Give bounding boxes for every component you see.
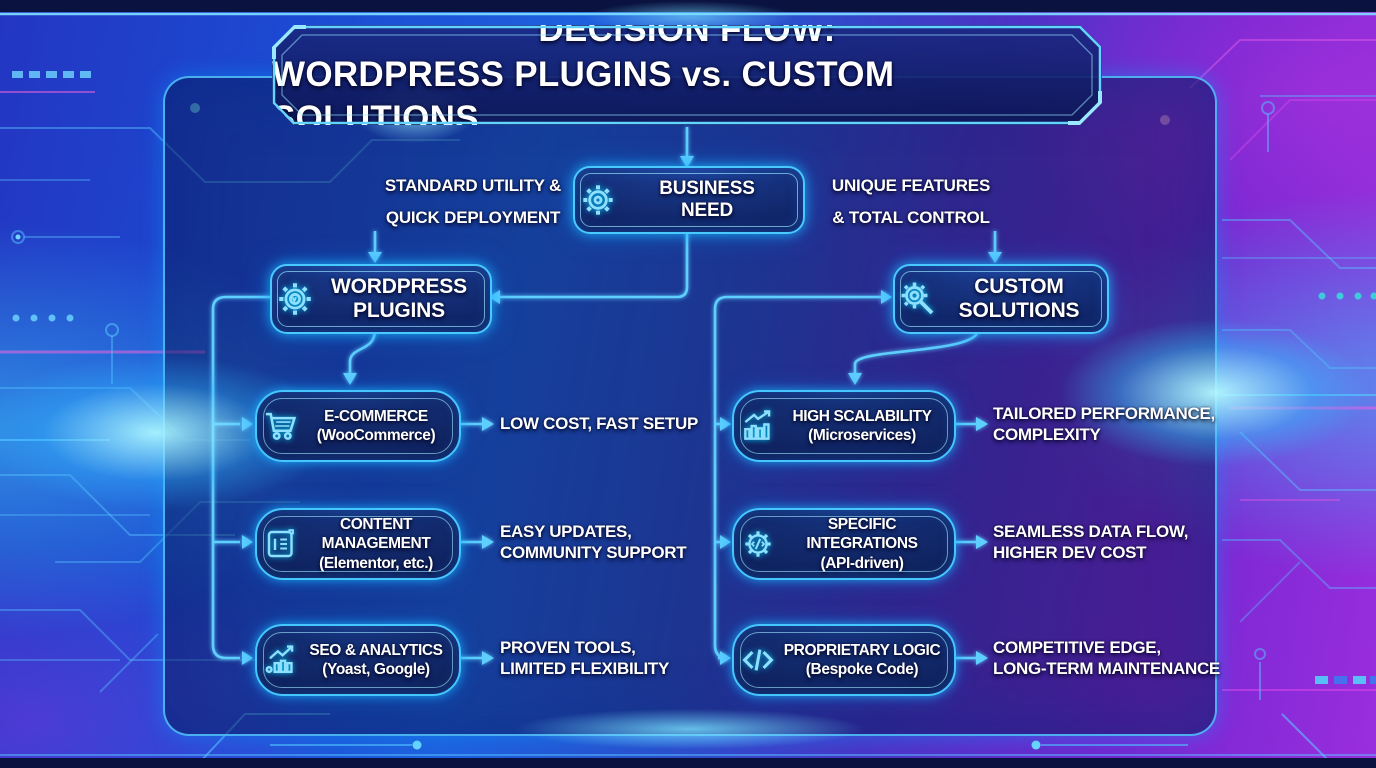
gear-code-icon (734, 525, 782, 563)
subnode-content-management: CONTENT MANAGEMENT(Elementor, etc.) (255, 508, 461, 580)
bar-chart-icon (257, 641, 305, 679)
subnode-proprietary-logic-label: PROPRIETARY LOGIC(Bespoke Code) (783, 641, 941, 678)
subnode-ecommerce: E-COMMERCE(WooCommerce) (255, 390, 461, 462)
subnode-seo-analytics: SEO & ANALYTICS(Yoast, Google) (255, 624, 461, 696)
subnode-specific-integrations: SPECIFIC INTEGRATIONS(API-driven) (732, 508, 956, 580)
document-list-icon (257, 526, 305, 562)
shopping-cart-icon (257, 407, 305, 445)
result-ecommerce: LOW COST, FAST SETUP (500, 414, 699, 433)
result-high-scalability: TAILORED PERFORMANCE,COMPLEXITY (993, 404, 1215, 444)
result-content-management: EASY UPDATES,COMMUNITY SUPPORT (500, 522, 687, 562)
result-proprietary-logic: COMPETITIVE EDGE,LONG-TERM MAINTENANCE (993, 638, 1220, 678)
wordpress-gear-icon (272, 278, 318, 320)
growth-chart-icon (734, 407, 782, 445)
subnode-proprietary-logic: PROPRIETARY LOGIC(Bespoke Code) (732, 624, 956, 696)
decision-label-right: UNIQUE FEATURES& TOTAL CONTROL (831, 176, 991, 228)
subnode-ecommerce-label: E-COMMERCE(WooCommerce) (316, 407, 436, 444)
gear-magnifier-icon (895, 278, 941, 320)
subnode-seo-analytics-label: SEO & ANALYTICS(Yoast, Google) (309, 641, 443, 678)
gear-icon (575, 180, 621, 220)
title-panel: DECISION FLOW: WORDPRESS PLUGINS vs. CUS… (272, 25, 1102, 125)
code-brackets-icon (734, 641, 782, 679)
subnode-specific-integrations-label: SPECIFIC INTEGRATIONS(API-driven) (806, 515, 918, 572)
decision-label-left: STANDARD UTILITY &QUICK DEPLOYMENT (384, 176, 562, 228)
subnode-high-scalability-label: HIGH SCALABILITY(Microservices) (792, 407, 932, 444)
subnode-content-management-label: CONTENT MANAGEMENT(Elementor, etc.) (319, 515, 433, 572)
result-seo-analytics: PROVEN TOOLS,LIMITED FLEXIBILITY (500, 638, 670, 678)
result-specific-integrations: SEAMLESS DATA FLOW,HIGHER DEV COST (993, 522, 1189, 562)
subnode-high-scalability: HIGH SCALABILITY(Microservices) (732, 390, 956, 462)
